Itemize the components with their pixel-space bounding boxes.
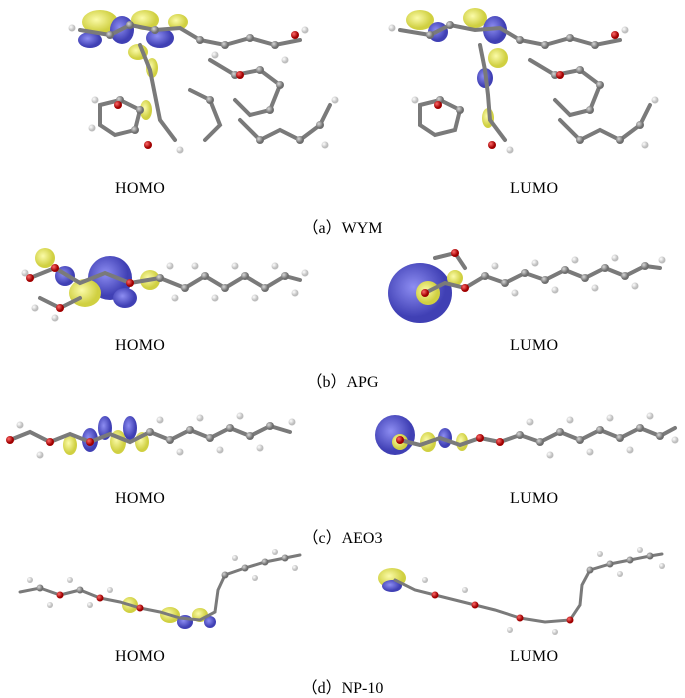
aeo3-lumo-label: LUMO bbox=[510, 490, 559, 507]
wym-homo-label: HOMO bbox=[115, 180, 166, 197]
apg-homo-label: HOMO bbox=[115, 337, 166, 354]
aeo3-homo-structure bbox=[6, 412, 296, 459]
apg-lumo-structure bbox=[388, 249, 666, 323]
panel-d-caption: （d）NP-10 bbox=[301, 680, 384, 697]
np10-lumo-label: LUMO bbox=[510, 648, 559, 665]
aeo3-homo-label: HOMO bbox=[115, 490, 166, 507]
wym-lumo-structure bbox=[388, 8, 659, 154]
np10-homo-label: HOMO bbox=[115, 648, 166, 665]
np10-homo-structure bbox=[18, 549, 302, 629]
np10-lumo-structure bbox=[378, 547, 665, 635]
wym-homo-structure bbox=[68, 10, 339, 154]
aeo3-lumo-structure bbox=[375, 412, 679, 459]
apg-homo-structure bbox=[21, 248, 309, 322]
panel-a-caption: （a）WYM bbox=[302, 220, 383, 237]
apg-lumo-label: LUMO bbox=[510, 337, 559, 354]
wym-lumo-label: LUMO bbox=[510, 180, 559, 197]
hydrogen-atoms bbox=[68, 24, 339, 154]
carbon-atoms bbox=[106, 21, 324, 144]
panel-b-caption: （b）APG bbox=[306, 374, 379, 391]
oxygen-atoms bbox=[114, 31, 299, 149]
panel-c-caption: （c）AEO3 bbox=[302, 530, 383, 547]
